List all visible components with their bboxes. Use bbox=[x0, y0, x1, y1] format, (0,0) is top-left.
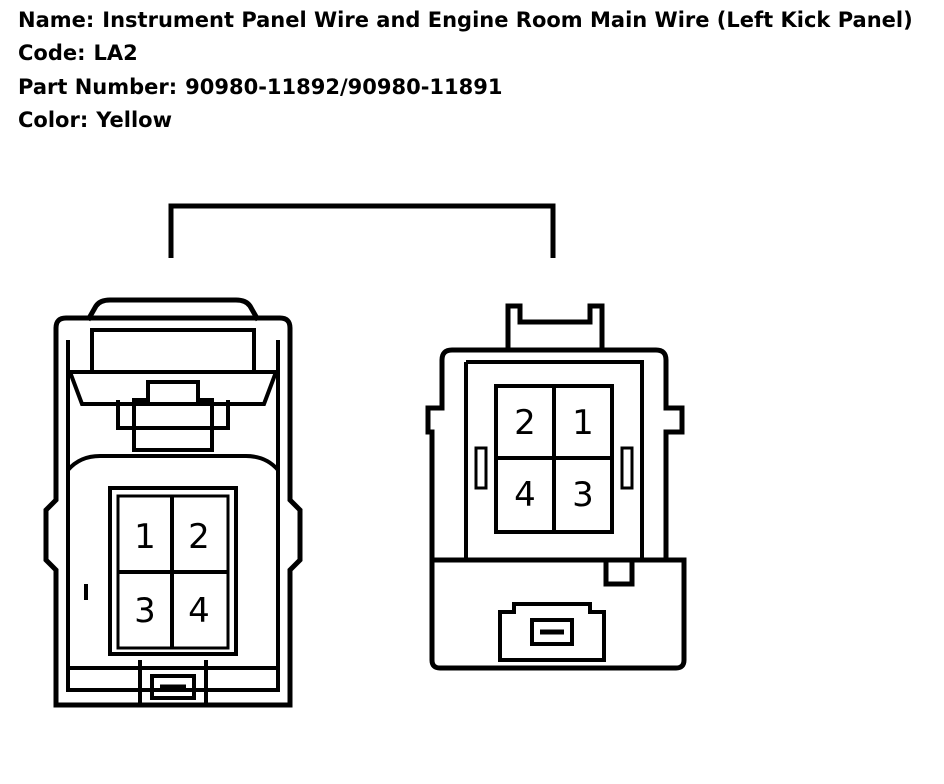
right-pin-label: 2 bbox=[514, 403, 536, 443]
right-guide-tabs bbox=[505, 303, 605, 350]
left-lock-lever-outer bbox=[85, 297, 261, 322]
connector-code-line: Code: LA2 bbox=[18, 41, 138, 65]
left-pin-label: 3 bbox=[134, 591, 156, 631]
left-cavity-frame bbox=[108, 486, 238, 656]
left-pin-label: 4 bbox=[188, 591, 210, 631]
part-number-value: 90980-11892/90980-11891 bbox=[185, 75, 503, 99]
right-connector-body bbox=[425, 347, 685, 563]
left-lock-lever-band bbox=[67, 370, 279, 406]
left-pin-label: 2 bbox=[188, 517, 210, 557]
right-side-rib-right bbox=[620, 446, 634, 490]
color-line: Color: Yellow bbox=[18, 108, 172, 132]
part-number-label: Part Number: bbox=[18, 75, 178, 99]
left-connector-inner-shell bbox=[66, 340, 280, 692]
right-pin-label: 3 bbox=[572, 475, 594, 515]
left-lock-tab-base bbox=[116, 400, 230, 452]
right-connector bbox=[425, 303, 687, 671]
right-bottom-latch-slot bbox=[530, 618, 574, 646]
left-connector bbox=[43, 297, 303, 708]
left-connector-body bbox=[43, 315, 303, 708]
right-bottom-housing bbox=[429, 557, 687, 671]
right-side-rib-left bbox=[474, 446, 488, 490]
color-value: Yellow bbox=[96, 108, 172, 132]
right-pin-label: 1 bbox=[572, 403, 594, 443]
right-bottom-latch bbox=[498, 602, 606, 662]
left-connector-shoulder bbox=[66, 454, 280, 472]
color-label: Color: bbox=[18, 108, 89, 132]
left-lock-lever-inner bbox=[90, 328, 256, 374]
name-label: Name: bbox=[18, 8, 95, 32]
connector-name-line: Name: Instrument Panel Wire and Engine Ro… bbox=[18, 8, 913, 32]
right-connector-inner-shell bbox=[464, 360, 644, 560]
left-bottom-latch-slot bbox=[150, 674, 196, 700]
right-pin-label: 4 bbox=[514, 475, 536, 515]
name-value: Instrument Panel Wire and Engine Room Ma… bbox=[102, 8, 913, 32]
part-number-line: Part Number: 90980-11892/90980-11891 bbox=[18, 75, 502, 99]
code-value: LA2 bbox=[93, 41, 138, 65]
left-pin-label: 1 bbox=[134, 517, 156, 557]
code-label: Code: bbox=[18, 41, 86, 65]
mating-bracket bbox=[168, 203, 556, 258]
left-bottom-latch bbox=[68, 660, 278, 705]
